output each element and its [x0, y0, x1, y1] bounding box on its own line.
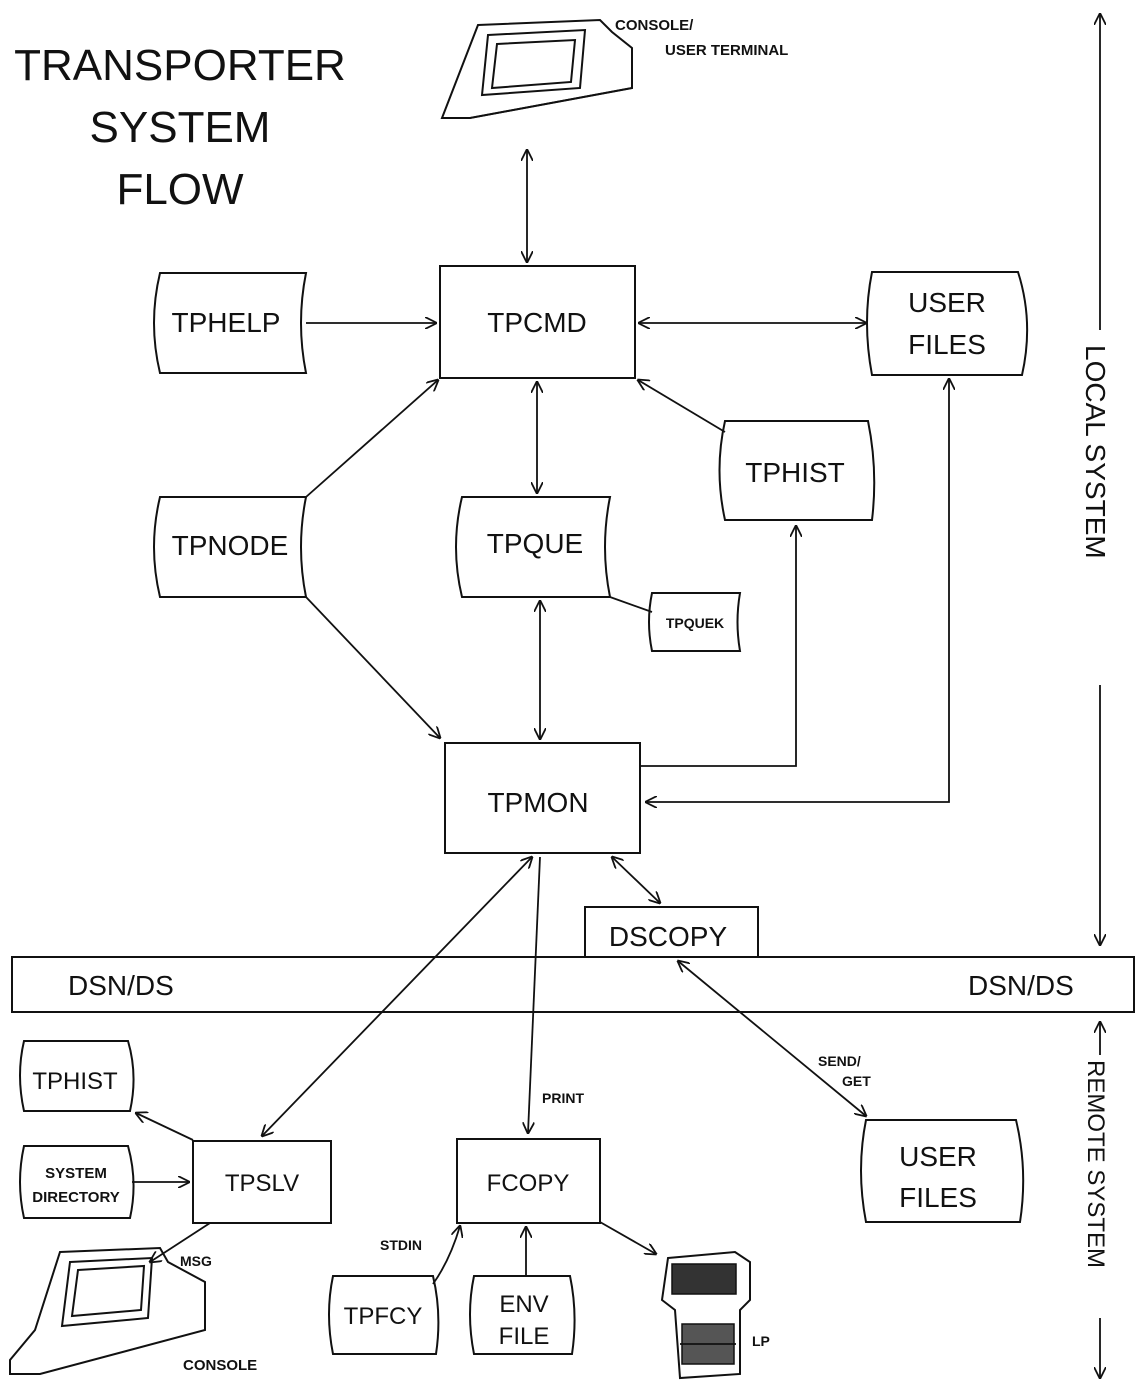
remote-console-label: CONSOLE: [183, 1357, 257, 1374]
title-line-3: FLOW: [116, 165, 244, 214]
tpnode-label: TPNODE: [172, 530, 289, 561]
fcopy-label: FCOPY: [487, 1170, 570, 1197]
remote-user-files-label-2: FILES: [899, 1182, 977, 1213]
msg-label: MSG: [180, 1253, 212, 1269]
line-printer-icon: [662, 1252, 750, 1378]
tpcmd-label: TPCMD: [487, 307, 587, 338]
system-directory-label-1: SYSTEM: [45, 1165, 107, 1182]
remote-console-icon: [10, 1248, 205, 1374]
env-file-label-1: ENV: [499, 1291, 548, 1318]
tpslv-tphist-arrow: [136, 1113, 193, 1140]
system-directory-file: [20, 1146, 134, 1218]
dsn-ds-right-label: DSN/DS: [968, 970, 1074, 1001]
local-user-files-label-2: FILES: [908, 329, 986, 360]
tpnode-tpcmd-arrow: [306, 380, 438, 497]
console-terminal-icon: [442, 20, 632, 118]
lp-label: LP: [752, 1333, 770, 1349]
tphelp-label: TPHELP: [172, 307, 281, 338]
stdin-label: STDIN: [380, 1237, 422, 1253]
dsn-ds-left-label: DSN/DS: [68, 970, 174, 1001]
tpque-tpquek-link: [610, 597, 652, 612]
tpslv-label: TPSLV: [225, 1170, 299, 1197]
console-user-terminal-label-2: USER TERMINAL: [665, 42, 788, 59]
title-line-1: TRANSPORTER: [14, 41, 346, 90]
remote-user-files-label-1: USER: [899, 1141, 977, 1172]
remote-system-label: REMOTE SYSTEM: [1082, 1060, 1109, 1268]
send-get-label-2: GET: [842, 1073, 871, 1089]
tpquek-label: TPQUEK: [666, 615, 724, 631]
console-user-terminal-label-1: CONSOLE/: [615, 17, 694, 34]
local-system-label: LOCAL SYSTEM: [1080, 345, 1111, 559]
send-get-label-1: SEND/: [818, 1053, 861, 1069]
print-label: PRINT: [542, 1090, 584, 1106]
tpfcy-fcopy-stdin-arrow: [433, 1226, 460, 1284]
tphist-tpcmd-arrow: [638, 380, 725, 432]
local-tphist-label: TPHIST: [745, 457, 845, 488]
tpfcy-label: TPFCY: [344, 1303, 423, 1330]
dsn-ds-network-band: [12, 957, 1134, 1012]
remote-tphist-label: TPHIST: [32, 1068, 118, 1095]
fcopy-lp-arrow: [600, 1222, 656, 1254]
local-user-files-label-1: USER: [908, 287, 986, 318]
system-directory-label-2: DIRECTORY: [32, 1189, 120, 1206]
dscopy-label: DSCOPY: [609, 921, 728, 952]
diagram-title: TRANSPORTER SYSTEM FLOW: [14, 41, 346, 214]
tpque-label: TPQUE: [487, 528, 583, 559]
tpmon-dscopy-arrow: [612, 857, 660, 903]
env-file-label-2: FILE: [499, 1323, 550, 1350]
tpnode-tpmon-arrow: [306, 597, 440, 738]
title-line-2: SYSTEM: [90, 103, 271, 152]
tpmon-label: TPMON: [487, 787, 588, 818]
